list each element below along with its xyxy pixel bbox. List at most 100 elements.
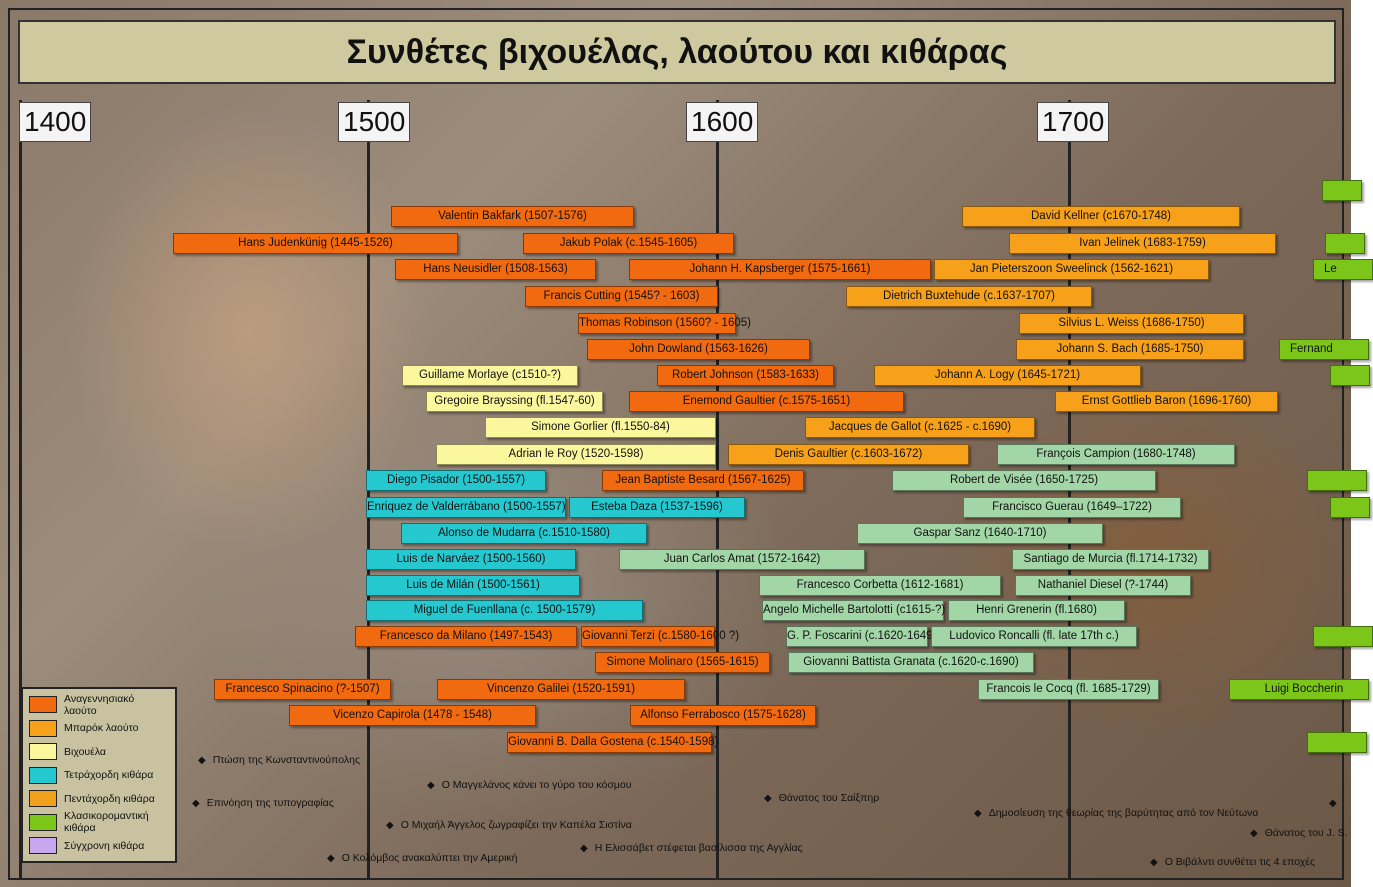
composer-bar [1307,470,1367,491]
diamond-icon: ◆ [974,808,982,819]
composer-bar: G. P. Foscarini (c.1620-1649) [786,626,936,647]
composer-bar: Luis de Milán (1500-1561) [366,575,580,596]
composer-bar: Alfonso Ferrabosco (1575-1628) [630,705,816,726]
composer-bar [1307,732,1367,753]
legend-item: Πεντάχορδη κιθάρα [29,787,169,811]
diamond-icon: ◆ [386,820,394,831]
composer-bar: Vincenzo Galilei (1520-1591) [437,679,685,700]
century-label-1600: 1600 [686,102,759,142]
legend-item: Βιχουέλα [29,740,169,764]
composer-bar: Francesco Corbetta (1612-1681) [759,575,1001,596]
composer-bar [1330,365,1370,386]
composer-bar: Francisco Guerau (1649–1722) [963,497,1181,518]
composer-bar: Alonso de Mudarra (c.1510-1580) [401,523,647,544]
legend-swatch [29,813,57,831]
legend: Αναγεννησιακό λαούτο Μπαρόκ λαούτο Βιχου… [21,687,177,863]
composer-bar: Luis de Narváez (1500-1560) [366,549,576,570]
composer-bar: Juan Carlos Amat (1572-1642) [619,549,865,570]
composer-bar: Guillame Morlaye (c1510-?) [402,365,578,386]
composer-bar: Esteba Daza (1537-1596) [569,497,745,518]
composer-bar: Jean Baptiste Besard (1567-1625) [602,470,804,491]
composer-bar: Giovanni Battista Granata (c.1620-c.1690… [788,652,1034,673]
event-item: ◆Ο Κολόμβος ανακαλύπτει την Αμερική [327,852,518,864]
diamond-icon: ◆ [427,780,435,791]
legend-swatch [29,743,57,761]
century-label-1400: 1400 [19,102,92,142]
composer-bar: Gregoire Brayssing (fl.1547-60) [426,391,603,412]
composer-bar: Simone Molinaro (1565-1615) [595,652,770,673]
composer-bar: Giovanni B. Dalla Gostena (c.1540-1598) [507,732,718,753]
event-item: ◆Ο Μαγγελάνος κάνει το γύρο του κόσμου [427,779,632,791]
composer-bar: Angelo Michelle Bartolotti (c1615-?) [762,600,945,621]
composer-bar: Nathaniel Diesel (?-1744) [1015,575,1191,596]
legend-swatch [29,719,57,737]
composer-bar [1322,180,1362,201]
event-item: ◆Η Ελισσάβετ στέφεται βασίλισσα της Αγγλ… [580,842,803,854]
composer-bar: Enemond Gaultier (c.1575-1651) [629,391,904,412]
composer-bar: Diego Pisador (1500-1557) [366,470,546,491]
composer-bar: Vicenzo Capirola (1478 - 1548) [289,705,536,726]
composer-bar: Jan Pieterszoon Sweelinck (1562-1621) [934,259,1209,280]
poster-frame [8,8,1344,880]
diamond-icon: ◆ [1250,828,1258,839]
composer-bar [1325,233,1365,254]
composer-bar: David Kellner (c1670-1748) [962,206,1240,227]
century-label-1700: 1700 [1037,102,1110,142]
century-label-1500: 1500 [338,102,411,142]
composer-bar [1313,626,1373,647]
legend-item: Κλασικορομαντική κιθάρα [29,810,169,834]
composer-bar: Ernst Gottlieb Baron (1696-1760) [1055,391,1278,412]
composer-bar: Simone Gorlier (fl.1550-84) [485,417,716,438]
event-item: ◆Ο Μιχαήλ Άγγελος ζωγραφίζει την Καπέλα … [386,819,632,831]
poster-title: Συνθέτες βιχουέλας, λαούτου και κιθάρας [346,32,1008,71]
composer-bar: Francesco Spinacino (?-1507) [214,679,391,700]
event-item: ◆ [1329,797,1344,809]
composer-bar: Thomas Robinson (1560? - 1605) [578,313,751,334]
composer-bar: Johann H. Kapsberger (1575-1661) [629,259,931,280]
event-item: ◆Ο Βιβάλντι συνθέτει τις 4 εποχές [1150,856,1316,868]
diamond-icon: ◆ [1329,798,1337,809]
event-item: ◆Πτώση της Κωνσταντινούπολης [198,754,361,766]
composer-bar: Silvius L. Weiss (1686-1750) [1019,313,1244,334]
composer-bar: Henri Grenerin (fl.1680) [948,600,1125,621]
legend-swatch [29,696,57,714]
composer-bar: Luigi Boccherin [1229,679,1369,700]
composer-bar [1330,497,1370,518]
composer-bar: Hans Judenkünig (1445-1526) [173,233,458,254]
diamond-icon: ◆ [198,755,206,766]
composer-bar: Jacques de Gallot (c.1625 - c.1690) [805,417,1035,438]
event-item: ◆Θάνατος του J. S. [1250,827,1348,839]
composer-bar: Ludovico Roncalli (fl. late 17th c.) [931,626,1137,647]
legend-item: Τετράχορδη κιθάρα [29,764,169,788]
composer-bar: Johann A. Logy (1645-1721) [874,365,1141,386]
composer-bar: Enriquez de Valderrábano (1500-1557) [366,497,566,518]
composer-bar: Ivan Jelinek (1683-1759) [1009,233,1276,254]
legend-item: Αναγεννησιακό λαούτο [29,693,169,717]
composer-bar: Gaspar Sanz (1640-1710) [857,523,1103,544]
legend-item: Σύγχρονη κιθάρα [29,834,169,858]
composer-bar: Adrian le Roy (1520-1598) [436,444,716,465]
composer-bar: Hans Neusidler (1508-1563) [395,259,596,280]
composer-bar: Jakub Polak (c.1545-1605) [523,233,734,254]
composer-bar: Giovanni Terzi (c.1580-1600 ?) [581,626,739,647]
composer-bar: John Dowland (1563-1626) [587,339,810,360]
title-bar: Συνθέτες βιχουέλας, λαούτου και κιθάρας [18,20,1336,84]
composer-bar: Santiago de Murcia (fl.1714-1732) [1012,549,1209,570]
legend-swatch [29,766,57,784]
diamond-icon: ◆ [327,853,335,864]
legend-swatch [29,790,57,808]
diamond-icon: ◆ [192,798,200,809]
composer-bar: Francesco da Milano (1497-1543) [355,626,577,647]
event-item: ◆Θάνατος του Σαίξπηρ [764,792,880,804]
composer-bar: Le [1313,259,1373,280]
event-item: ◆Δημοσίευση της θεωρίας της βαρύτητας απ… [974,807,1259,819]
composer-bar: Robert de Visée (1650-1725) [892,470,1156,491]
composer-bar: Francois le Cocq (fl. 1685-1729) [978,679,1159,700]
composer-bar: Fernand [1279,339,1369,360]
composer-bar: Valentin Bakfark (1507-1576) [391,206,634,227]
composer-bar: Denis Gaultier (c.1603-1672) [728,444,969,465]
composer-bar: Robert Johnson (1583-1633) [657,365,834,386]
event-item: ◆Επινόηση της τυπογραφίας [192,797,334,809]
composer-bar: François Campion (1680-1748) [997,444,1235,465]
